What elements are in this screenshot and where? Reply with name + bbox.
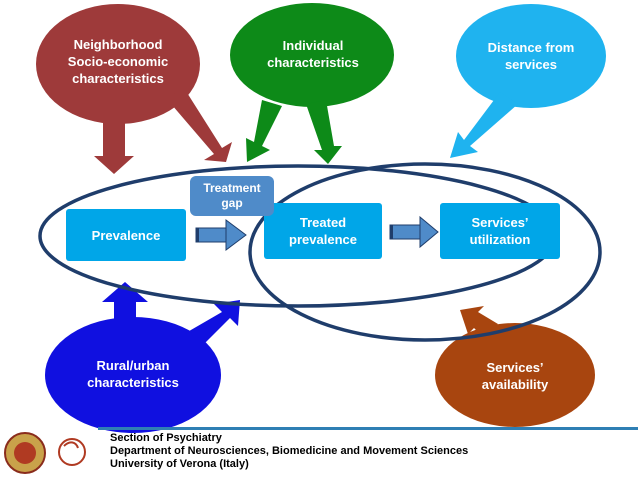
- treated-to-utilization-arrow: [389, 215, 439, 249]
- prevalence-to-treated-arrow: [195, 219, 247, 251]
- individual-circle: [230, 3, 394, 107]
- services-utilization-box: Services’ utilization: [440, 203, 560, 259]
- rural-urban-circle: [45, 317, 221, 433]
- neighborhood-circle: [36, 4, 200, 124]
- distance-arrow: [450, 92, 518, 158]
- prevalence-box: Prevalence: [66, 209, 186, 261]
- outer-ellipse-right: [248, 162, 602, 342]
- university-seal-icon: [4, 432, 46, 474]
- footer-divider: [98, 427, 638, 430]
- footer-credits: Section of Psychiatry Department of Neur…: [110, 432, 468, 471]
- services-availability-arrow: [460, 306, 498, 336]
- rural-urban-label: Rural/urban characteristics: [87, 358, 179, 390]
- distance-label: Distance from services: [487, 40, 575, 72]
- footer-line-1: Section of Psychiatry: [110, 432, 222, 444]
- individual-arrow-1: [246, 100, 282, 162]
- treated-prevalence-box: Treated prevalence: [264, 203, 382, 259]
- footer-line-3: University of Verona (Italy): [110, 458, 249, 470]
- treatment-gap-box: Treatment gap: [190, 176, 274, 216]
- services-availability-label: Services’ availability: [481, 360, 549, 392]
- neighborhood-label: Neighborhood Socio-economic characterist…: [67, 36, 169, 86]
- footer-line-2: Department of Neurosciences, Biomedicine…: [110, 445, 469, 457]
- neighborhood-arrow-2: [166, 88, 232, 162]
- individual-arrow-2: [306, 100, 342, 164]
- individual-label: Individual characteristics: [267, 38, 359, 70]
- services-availability-circle: [435, 323, 595, 427]
- neighborhood-arrow-1: [94, 110, 134, 174]
- dinm-logo: [58, 438, 86, 466]
- rural-urban-arrow-2: [184, 300, 240, 348]
- distance-circle: [456, 4, 606, 108]
